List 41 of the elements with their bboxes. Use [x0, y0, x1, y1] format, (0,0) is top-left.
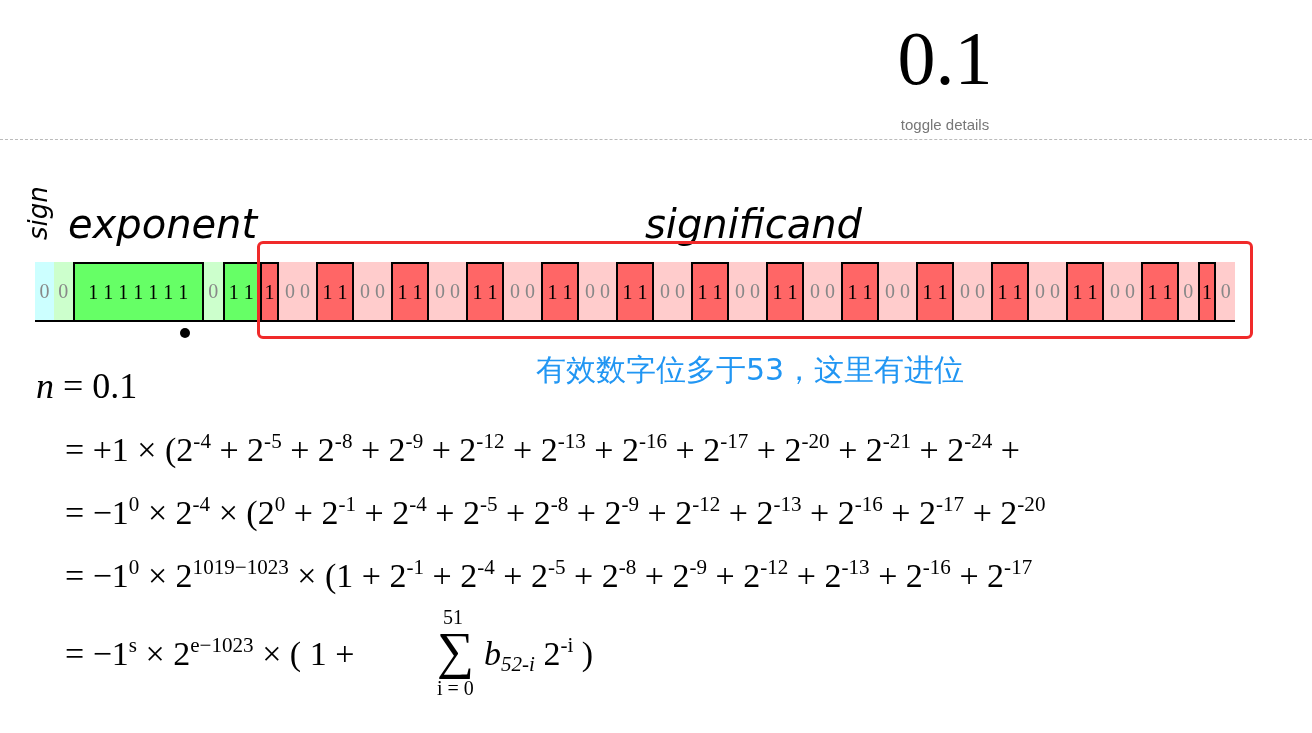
- bit-cell: 1 1: [1141, 262, 1179, 322]
- bit-cell: 0 0: [428, 262, 467, 322]
- bit-cell: 1 1: [391, 262, 429, 322]
- bit-cell: 1 1: [841, 262, 879, 322]
- field-heading: exponent: [68, 202, 258, 246]
- bit-cell: 1 1: [766, 262, 804, 322]
- bit-cell: 1 1: [466, 262, 504, 322]
- equation-line: n = 0.1: [36, 365, 138, 408]
- bit-cell: 0 0: [278, 262, 317, 322]
- bit-cell: 0 0: [578, 262, 617, 322]
- equation-term: b$_{52-i}$ 2$^{-i}$ ): [484, 634, 594, 675]
- bit-cell: 0 0: [953, 262, 992, 322]
- bit-cell: 0 0: [1103, 262, 1142, 322]
- bit-cell: 0 0: [803, 262, 842, 322]
- bit-cell: 1 1: [1066, 262, 1104, 322]
- bit-cell: 1 1 1 1 1 1 1: [72, 262, 204, 322]
- bit-cell: 1: [260, 262, 279, 322]
- bit-cell: 0 0: [1028, 262, 1067, 322]
- equation-line: = +1 × (2$^{-4}$ + 2$^{-5}$ + 2$^{-8}$ + 2$^{-9}$ + 2$^{-12}$ + 2$^{-13}$ + 2$^{-16}$ + 2$^{-17}$ + 2$^{-20}$ + 2$^{-21}$ + 2$^{-24}$ +: [65, 430, 1020, 470]
- bit-cell: 0: [1216, 262, 1235, 322]
- value-heading: 0.1: [896, 18, 994, 98]
- bit-cell: 0 0: [728, 262, 767, 322]
- equation-line: = −1$^{s}$ × 2$^{e−1023}$ × ( 1 +: [65, 634, 355, 674]
- bit-cell: 0 0: [503, 262, 542, 322]
- bit-cell: 0 0: [878, 262, 917, 322]
- bit-cell: 0: [35, 262, 54, 322]
- bit-cell: 1 1: [616, 262, 654, 322]
- toggle-details-link: toggle details: [899, 116, 991, 133]
- equation-line: = −1$^{0}$ × 2$^{1019−1023}$ × (1 + 2$^{-1}$ + 2$^{-4}$ + 2$^{-5}$ + 2$^{-8}$ + 2$^{-9}$ + 2$^{-12}$ + 2$^{-13}$ + 2$^{-16}$ + 2$^{-17}$: [65, 556, 1033, 596]
- bit-cell: 1 1: [316, 262, 354, 322]
- annotation-text: 有效数字位多于53，这里有进位: [534, 351, 966, 389]
- bit-cell: 1 1: [916, 262, 954, 322]
- sum-upper-limit: 51: [443, 605, 463, 629]
- field-heading: significand: [645, 202, 862, 246]
- bit-cell: 1 1: [541, 262, 579, 322]
- bit-cell: 0 0: [353, 262, 392, 322]
- bit-cell: 1 1: [991, 262, 1029, 322]
- field-heading: sign: [24, 186, 53, 240]
- equation-line: = −1$^{0}$ × 2$^{-4}$ × (2$^{0}$ + 2$^{-1}$ + 2$^{-4}$ + 2$^{-5}$ + 2$^{-8}$ + 2$^{-9}$ + 2$^{-12}$ + 2$^{-13}$ + 2$^{-16}$ + 2$^{-17}$ + 2$^{-20}$: [65, 493, 1046, 533]
- bit-cell: 0 0: [653, 262, 692, 322]
- bit-cell: 1 1: [691, 262, 729, 322]
